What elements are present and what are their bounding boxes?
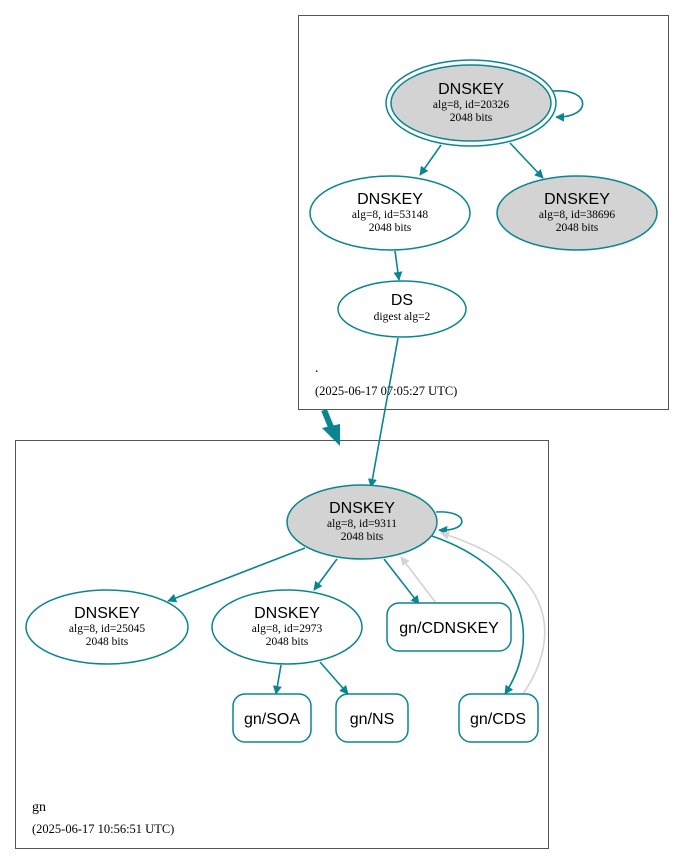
edge-gnksk-key25045: [167, 547, 306, 603]
edge-zsk-ds: [393, 250, 403, 281]
node-root-ksk: DNSKEY alg=8, id=20326 2048 bits: [385, 59, 557, 147]
root-zone-box: [298, 15, 669, 410]
edge-ksk-self: [552, 90, 584, 122]
node-root-ksk-line2: 2048 bits: [450, 112, 493, 124]
node-root-key3-title: DNSKEY: [544, 191, 610, 208]
edge-ksk-key3: [509, 142, 544, 179]
node-gn-cdnskey-title: gn/CDNSKEY: [399, 620, 499, 637]
gn-zone-timestamp: (2025-06-17 10:56:51 UTC): [32, 822, 174, 836]
node-root-ksk-title: DNSKEY: [438, 81, 504, 98]
node-gn-cds: gn/CDS: [458, 693, 539, 743]
gray-edges: [400, 531, 546, 695]
gn-zone-box: [15, 440, 549, 849]
node-root-zsk-title: DNSKEY: [357, 191, 423, 208]
node-root-key3: DNSKEY alg=8, id=38696 2048 bits: [496, 175, 658, 251]
node-gn-key25045-line2: 2048 bits: [86, 636, 129, 648]
node-gn-cds-title: gn/CDS: [470, 711, 526, 728]
node-root-key3-line1: alg=8, id=38696: [539, 209, 615, 221]
node-gn-ksk-line2: 2048 bits: [341, 531, 384, 543]
edge-ksk-zsk: [419, 144, 442, 176]
node-gn-ksk: DNSKEY alg=8, id=9311 2048 bits: [286, 484, 438, 560]
node-root-ksk-line1: alg=8, id=20326: [433, 99, 509, 111]
node-gn-key25045-title: DNSKEY: [74, 605, 140, 622]
node-gn-ksk-line1: alg=8, id=9311: [327, 518, 397, 530]
edge-zsk-ns: [319, 661, 349, 695]
edge-gnksk-cds: [431, 535, 525, 695]
node-gn-zsk-title: DNSKEY: [254, 605, 320, 622]
node-root-ds-line1: digest alg=2: [374, 311, 431, 323]
edges: [167, 90, 584, 695]
node-gn-soa: gn/SOA: [232, 693, 312, 743]
node-root-zsk: DNSKEY alg=8, id=53148 2048 bits: [309, 175, 471, 251]
node-gn-key25045: DNSKEY alg=8, id=25045 2048 bits: [25, 589, 189, 665]
node-root-zsk-line1: alg=8, id=53148: [352, 209, 428, 221]
node-gn-key25045-line1: alg=8, id=25045: [69, 623, 145, 635]
node-gn-ksk-title: DNSKEY: [329, 500, 395, 517]
gn-zone-name: gn: [32, 800, 46, 815]
node-gn-zsk-line2: 2048 bits: [266, 636, 309, 648]
edge-cdnskey-gnksk: [400, 556, 437, 604]
node-root-key3-line2: 2048 bits: [556, 222, 599, 234]
root-zone-name: .: [315, 361, 319, 376]
edge-zsk-soa: [272, 664, 282, 695]
node-gn-ns: gn/NS: [335, 693, 409, 743]
node-gn-zsk-line1: alg=8, id=2973: [252, 623, 323, 635]
node-root-zsk-line2: 2048 bits: [369, 222, 412, 234]
node-gn-soa-title: gn/SOA: [244, 711, 300, 728]
node-gn-ns-title: gn/NS: [350, 711, 394, 728]
node-gn-cdnskey: gn/CDNSKEY: [386, 602, 512, 652]
edge-gnksk-cdnskey: [383, 558, 420, 605]
root-zone-timestamp: (2025-06-17 07:05:27 UTC): [315, 384, 457, 398]
node-root-ds-title: DS: [391, 292, 413, 309]
node-gn-zsk: DNSKEY alg=8, id=2973 2048 bits: [211, 589, 363, 665]
delegation-arrow: [321, 408, 340, 446]
node-root-ds: DS digest alg=2: [337, 280, 467, 338]
edge-gnksk-self: [435, 511, 463, 536]
edge-cds-gnksk: [440, 531, 546, 695]
edge-gnksk-zsk: [313, 558, 338, 591]
edge-ds-gnksk: [368, 337, 399, 488]
